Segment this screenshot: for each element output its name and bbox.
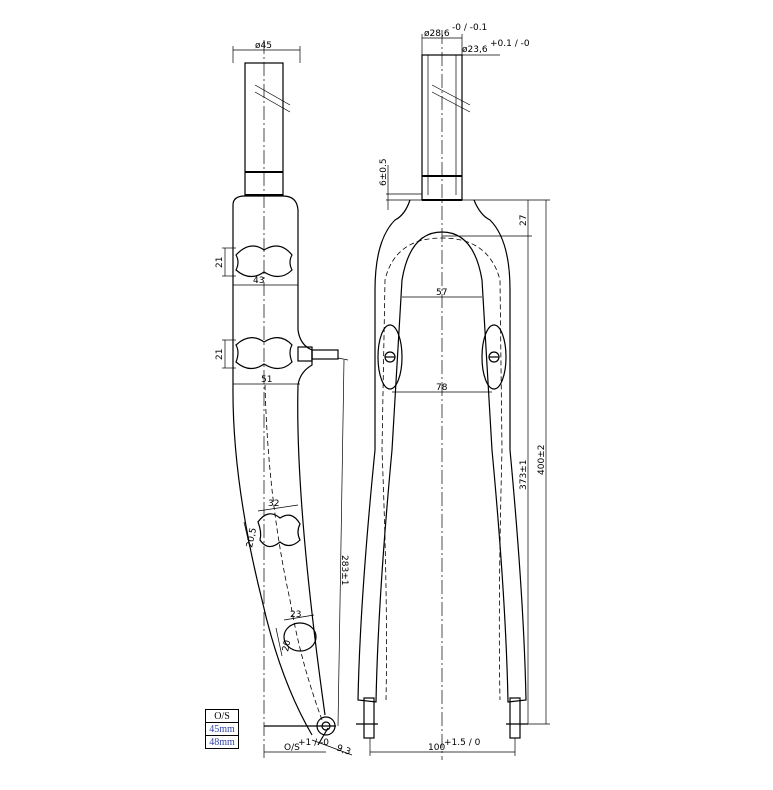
- offset-table-header: O/S: [205, 709, 239, 723]
- dim-crown-width-upper: 43: [253, 276, 264, 286]
- dim-total-length: 400±2: [537, 445, 547, 475]
- brake-boss: [311, 349, 339, 360]
- offset-table-row: 48mm: [205, 735, 239, 749]
- dim-hub-spacing: 100: [428, 743, 445, 753]
- dim-dropout-thickness: 9,3: [335, 743, 352, 757]
- front-fork-outline: [357, 199, 527, 703]
- brake-boss-right: [481, 324, 507, 390]
- offset-table-row: 45mm: [205, 722, 239, 736]
- dim-hub-spacing-tolerance: +1.5 / 0: [444, 738, 481, 748]
- dim-leg-length: 373±1: [519, 460, 529, 490]
- dim-crown-width-lower: 51: [261, 375, 272, 385]
- offset-table: O/S 45mm 48mm: [205, 709, 239, 749]
- dim-crown-height-lower: 21: [215, 349, 225, 360]
- dim-steerer-outer-tolerance: -0 / -0.1: [452, 23, 487, 33]
- dim-leg-width-upper: 32: [268, 499, 279, 509]
- dim-offset-tolerance: +1 / -0: [298, 738, 329, 748]
- dropout-right: [509, 697, 521, 739]
- brake-boss-left: [377, 324, 403, 390]
- dim-steerer-outer: ø28,6: [424, 29, 450, 39]
- section-upper-leg: [257, 513, 301, 548]
- dim-steerer-diameter: ø45: [255, 41, 272, 51]
- section-upper-crown: [235, 245, 293, 278]
- side-leg-front: [232, 205, 313, 736]
- dim-leg-height-lower: 20: [281, 639, 293, 653]
- dim-inner-width-upper: 57: [436, 288, 447, 298]
- dim-leg-width-lower: 23: [290, 610, 301, 620]
- dim-inner-width-lower: 78: [436, 383, 448, 393]
- dim-steerer-inner: ø23,6: [462, 45, 488, 55]
- dim-crown-height-upper: 21: [215, 257, 225, 268]
- dim-race-height: 6±0.5: [379, 158, 389, 186]
- front-view: ø28,6 -0 / -0.1 ø23,6 +0.1 / -0 6±0.5 27…: [356, 23, 550, 760]
- side-crown-back: [232, 195, 326, 716]
- dim-crown-depth: 27: [519, 215, 529, 226]
- section-lower-crown: [235, 337, 293, 370]
- dim-axle-to-crown: 283±1: [339, 555, 349, 585]
- dim-leg-height-upper: 20,5: [245, 527, 259, 549]
- dropout-left: [363, 697, 375, 739]
- dim-steerer-inner-tolerance: +0.1 / -0: [490, 39, 530, 49]
- side-view: ø45 21 43 21 51 32 20,5 23 20 283±1 O/S …: [215, 40, 353, 760]
- dim-offset: O/S: [284, 743, 300, 753]
- section-lower-leg: [283, 622, 317, 652]
